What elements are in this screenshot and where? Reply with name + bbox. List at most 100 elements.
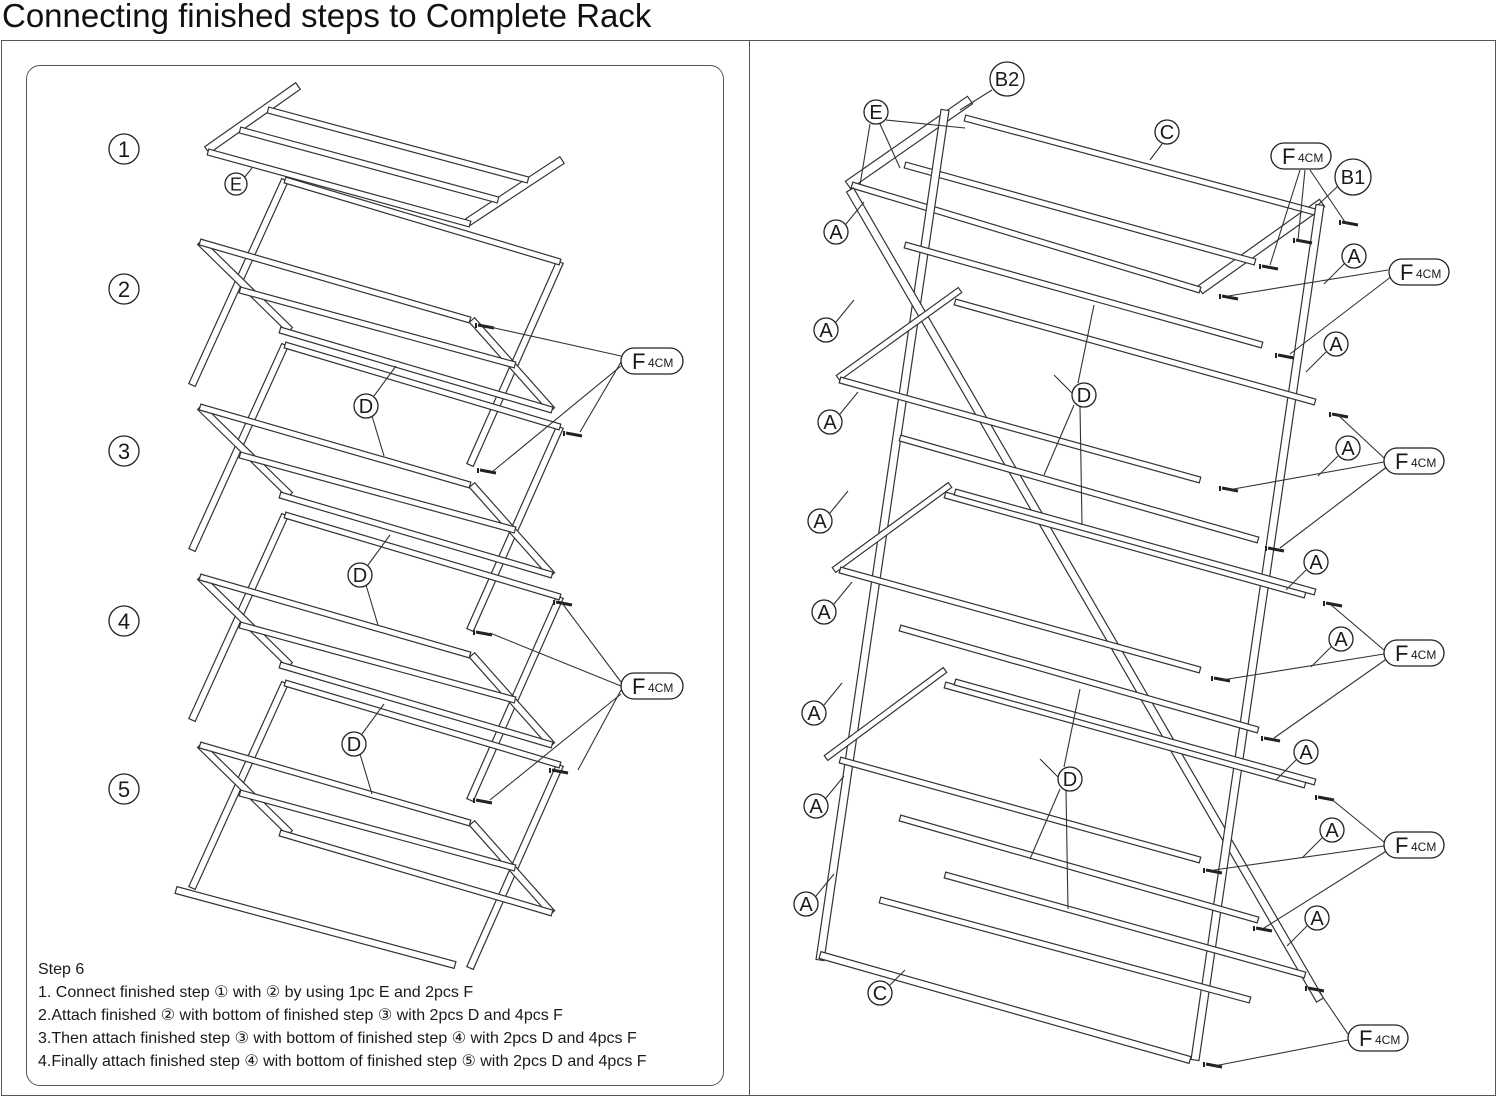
leader-line (365, 584, 379, 626)
step-number-5-text: 5 (118, 777, 130, 802)
right-label-C-bottom-text: C (873, 983, 887, 1005)
step-number-1-text: 1 (118, 137, 130, 162)
right-label-C: C (1154, 119, 1180, 145)
right-label-A-1-circle (823, 219, 849, 245)
right-label-F-4-size: 4CM (1411, 648, 1436, 662)
right-label-D-1: D (1071, 382, 1097, 408)
right-label-B2: B2 (989, 61, 1025, 97)
rack-rod (838, 566, 1202, 674)
left-label-D-2-circle (347, 562, 373, 588)
leader-line (1329, 603, 1385, 651)
leader-line (879, 123, 901, 169)
screw-icon (1258, 262, 1280, 271)
right-label-A-14-circle (1319, 817, 1345, 843)
screw-icon (1252, 924, 1274, 933)
rack-rod (898, 624, 1260, 734)
right-label-D-2-text: D (1063, 769, 1077, 791)
leader-line (889, 969, 906, 986)
step-number-4-text: 4 (118, 609, 130, 634)
side-leg (835, 286, 963, 382)
left-rack-exploded (174, 81, 584, 971)
leader-line (1310, 646, 1332, 668)
leader-line (579, 361, 622, 433)
rack-rod (838, 756, 1202, 864)
right-label-A-8-text: A (1309, 552, 1323, 574)
leader-line (859, 123, 871, 186)
right-label-A-16-circle (1304, 905, 1330, 931)
leader-line (1227, 269, 1389, 297)
right-label-A-11: A (801, 700, 827, 726)
leader-line (1213, 845, 1385, 871)
right-label-E: E (863, 99, 889, 125)
right-label-A-13: A (803, 793, 829, 819)
screw-icon (1210, 674, 1232, 683)
right-label-A-8: A (1303, 549, 1329, 575)
screw-icon (1292, 236, 1314, 245)
left-label-D-2: D (347, 562, 373, 588)
screw-icon (562, 429, 584, 438)
rack-rod (198, 403, 472, 489)
right-label-A-7-circle (807, 508, 833, 534)
right-label-A-8-circle (1303, 549, 1329, 575)
leader-line (815, 873, 835, 897)
right-label-A-15-text: A (799, 894, 813, 916)
left-panel (26, 65, 724, 1086)
leader-line (1053, 374, 1073, 394)
right-label-F-6-size: 4CM (1375, 1033, 1400, 1047)
screw-icon (1274, 351, 1296, 360)
bottom-rod (818, 950, 1192, 1065)
shelf-rail (206, 148, 472, 228)
page-title: Connecting finished steps to Complete Ra… (2, 0, 652, 34)
leader-line (1273, 657, 1389, 739)
right-label-F-2-pill (1388, 258, 1450, 286)
rack-rod (283, 679, 562, 769)
right-label-F-3-pill (1383, 447, 1445, 475)
bottom-rod (878, 896, 1252, 1004)
instruction-line-4: 4.Finally attach finished step ④ with bo… (38, 1053, 647, 1070)
screw-icon (1322, 599, 1344, 608)
leader-line (1305, 351, 1327, 373)
leader-line (491, 365, 622, 473)
left-label-F-2-size: 4CM (648, 681, 673, 695)
screw-icon (1338, 218, 1360, 227)
step-number-4-circle (108, 605, 140, 637)
right-label-F-3-letter: F (1395, 449, 1408, 474)
left-label-D-3-circle (341, 731, 367, 757)
rack-rod (953, 678, 1317, 786)
right-label-A-6: A (1335, 435, 1361, 461)
screw-icon (472, 628, 494, 637)
right-label-F-3-size: 4CM (1411, 456, 1436, 470)
right-label-F-1-pill (1270, 142, 1332, 170)
top-rail (963, 114, 1317, 216)
leader-line (1043, 404, 1075, 476)
rack-rod (943, 871, 1307, 979)
rack-rod (198, 741, 472, 827)
step-number-4: 4 (108, 605, 140, 637)
screw-icon (1260, 734, 1282, 743)
rack-rod (198, 238, 472, 324)
right-label-A-1-text: A (829, 222, 843, 244)
right-label-F-6-pill (1347, 1024, 1409, 1052)
right-label-A-15: A (793, 891, 819, 917)
rack-rod (953, 488, 1317, 596)
rack-rod (278, 829, 554, 917)
side-leg (823, 666, 948, 762)
left-label-D-3-text: D (347, 734, 361, 756)
left-label-D-1: D (353, 393, 379, 419)
right-label-E-circle (863, 99, 889, 125)
left-label-F-1-letter: F (632, 349, 645, 374)
leader-line (489, 693, 622, 801)
left-label-E-circle (224, 172, 248, 196)
leader-line (959, 89, 993, 111)
panel-divider (749, 40, 750, 1096)
right-label-A-2-text: A (1347, 246, 1361, 268)
leader-line (371, 415, 385, 457)
instructions-heading: Step 6 (38, 961, 85, 978)
leader-line (1285, 569, 1307, 591)
leader-line (359, 753, 373, 795)
